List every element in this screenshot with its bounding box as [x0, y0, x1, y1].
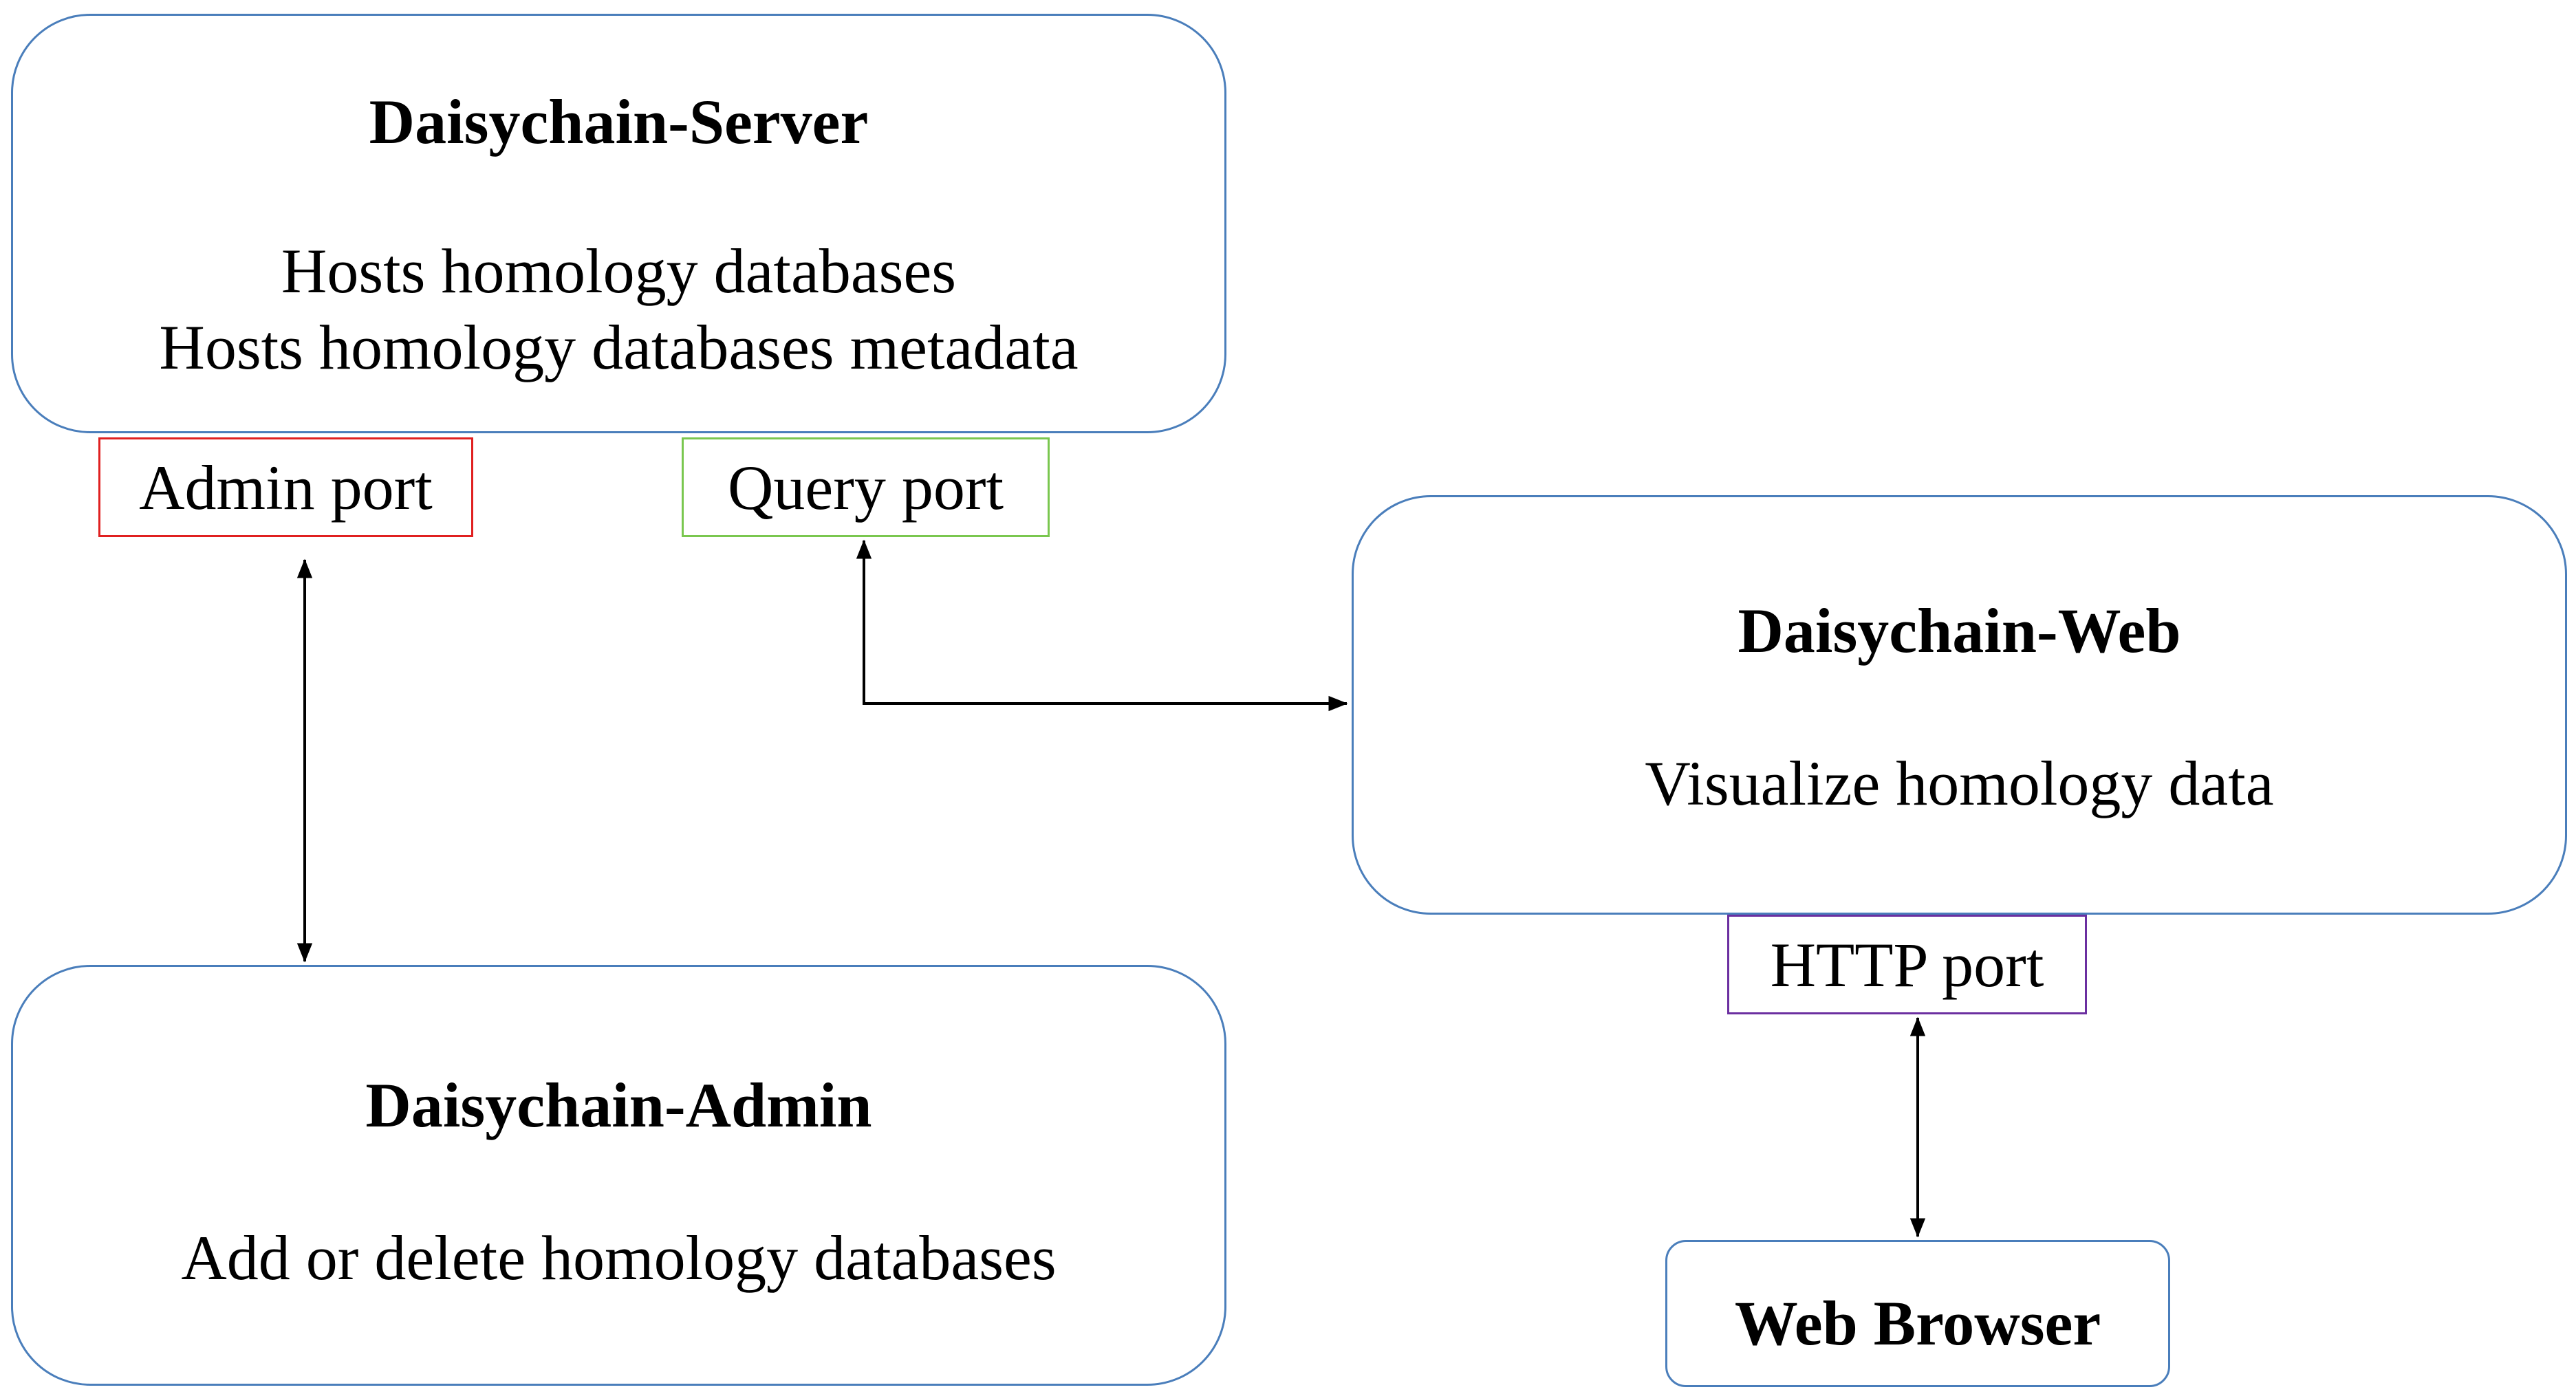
daisychain-admin-line-1: Add or delete homology databases [181, 1223, 1057, 1293]
query-port-label: Query port [727, 452, 1004, 523]
daisychain-admin-node: Daisychain-Admin Add or delete homology … [11, 965, 1226, 1386]
web-browser-node: Web Browser [1665, 1240, 2170, 1387]
daisychain-server-line-1: Hosts homology databases [281, 236, 957, 306]
daisychain-admin-title: Daisychain-Admin [365, 1070, 872, 1140]
daisychain-web-line-1: Visualize homology data [1645, 748, 2274, 818]
daisychain-server-line-2: Hosts homology databases metadata [159, 312, 1079, 382]
daisychain-web-title: Daisychain-Web [1738, 596, 2181, 666]
admin-port-label: Admin port [139, 452, 433, 523]
daisychain-web-node: Daisychain-Web Visualize homology data [1352, 495, 2567, 915]
daisychain-server-title: Daisychain-Server [369, 87, 869, 157]
query-port: Query port [682, 437, 1050, 537]
web-browser-title: Web Browser [1734, 1288, 2101, 1358]
http-port-label: HTTP port [1770, 929, 2044, 1000]
connector-query [856, 539, 1348, 712]
daisychain-server-node: Daisychain-Server Hosts homology databas… [11, 14, 1226, 433]
http-port: HTTP port [1727, 915, 2087, 1014]
admin-port: Admin port [98, 437, 473, 537]
